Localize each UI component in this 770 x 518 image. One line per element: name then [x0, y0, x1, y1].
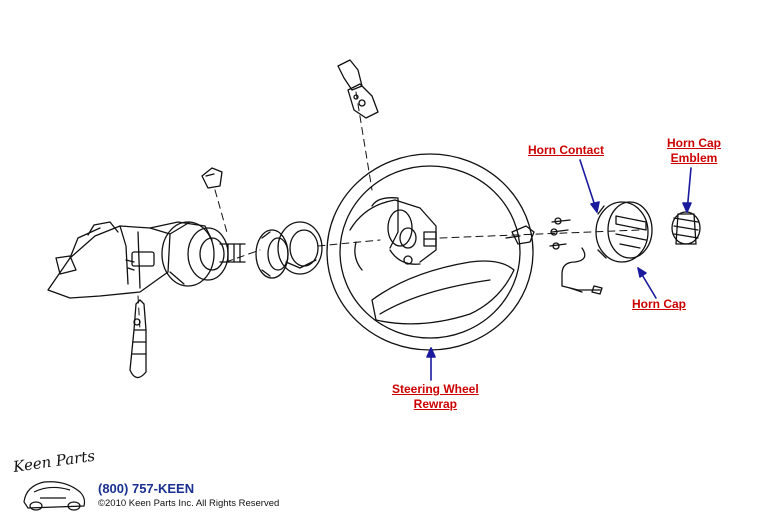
- turn-signal-lever: [129, 299, 147, 379]
- wheel-puller-tool: [337, 59, 379, 119]
- steering-wheel: [326, 153, 534, 351]
- horn-contact-label: Horn Contact: [528, 143, 604, 157]
- mounting-screws: [505, 217, 571, 250]
- car-silhouette-icon: [23, 481, 86, 511]
- center-axis-line: [137, 91, 641, 331]
- horn-cap-emblem-label-line1: Horn Cap: [667, 136, 721, 150]
- steering-wheel-arrowhead: [426, 347, 436, 358]
- steering-wheel-rewrap-link[interactable]: Steering Wheel Rewrap: [392, 382, 479, 412]
- horn-cap-emblem-part: [671, 211, 701, 245]
- canceling-cam: [255, 221, 323, 279]
- horn-cap-label: Horn Cap: [632, 297, 686, 311]
- horn-contact-wire: [561, 247, 603, 295]
- horn-cap-link[interactable]: Horn Cap: [632, 297, 686, 312]
- horn-cap-emblem-link[interactable]: Horn Cap Emblem: [667, 136, 721, 166]
- horn-cap-emblem-arrowhead: [682, 202, 692, 213]
- phone-number: (800) 757-KEEN: [98, 481, 195, 496]
- horn-cap-part: [595, 201, 653, 263]
- keen-parts-logo: Keen Parts: [11, 452, 96, 511]
- svg-text:Keen Parts: Keen Parts: [11, 452, 96, 476]
- horn-cap-emblem-label-line2: Emblem: [670, 151, 718, 165]
- steering-wheel-label-line2: Rewrap: [413, 397, 458, 411]
- steering-column: [47, 221, 246, 299]
- steering-wheel-label-line1: Steering Wheel: [392, 382, 479, 396]
- copyright-text: ©2010 Keen Parts Inc. All Rights Reserve…: [98, 498, 280, 509]
- horn-contact-arrowhead: [590, 201, 600, 213]
- horn-contact-link[interactable]: Horn Contact: [528, 143, 604, 158]
- horn-cap-arrowhead: [637, 267, 647, 278]
- tilt-knob: [201, 167, 223, 189]
